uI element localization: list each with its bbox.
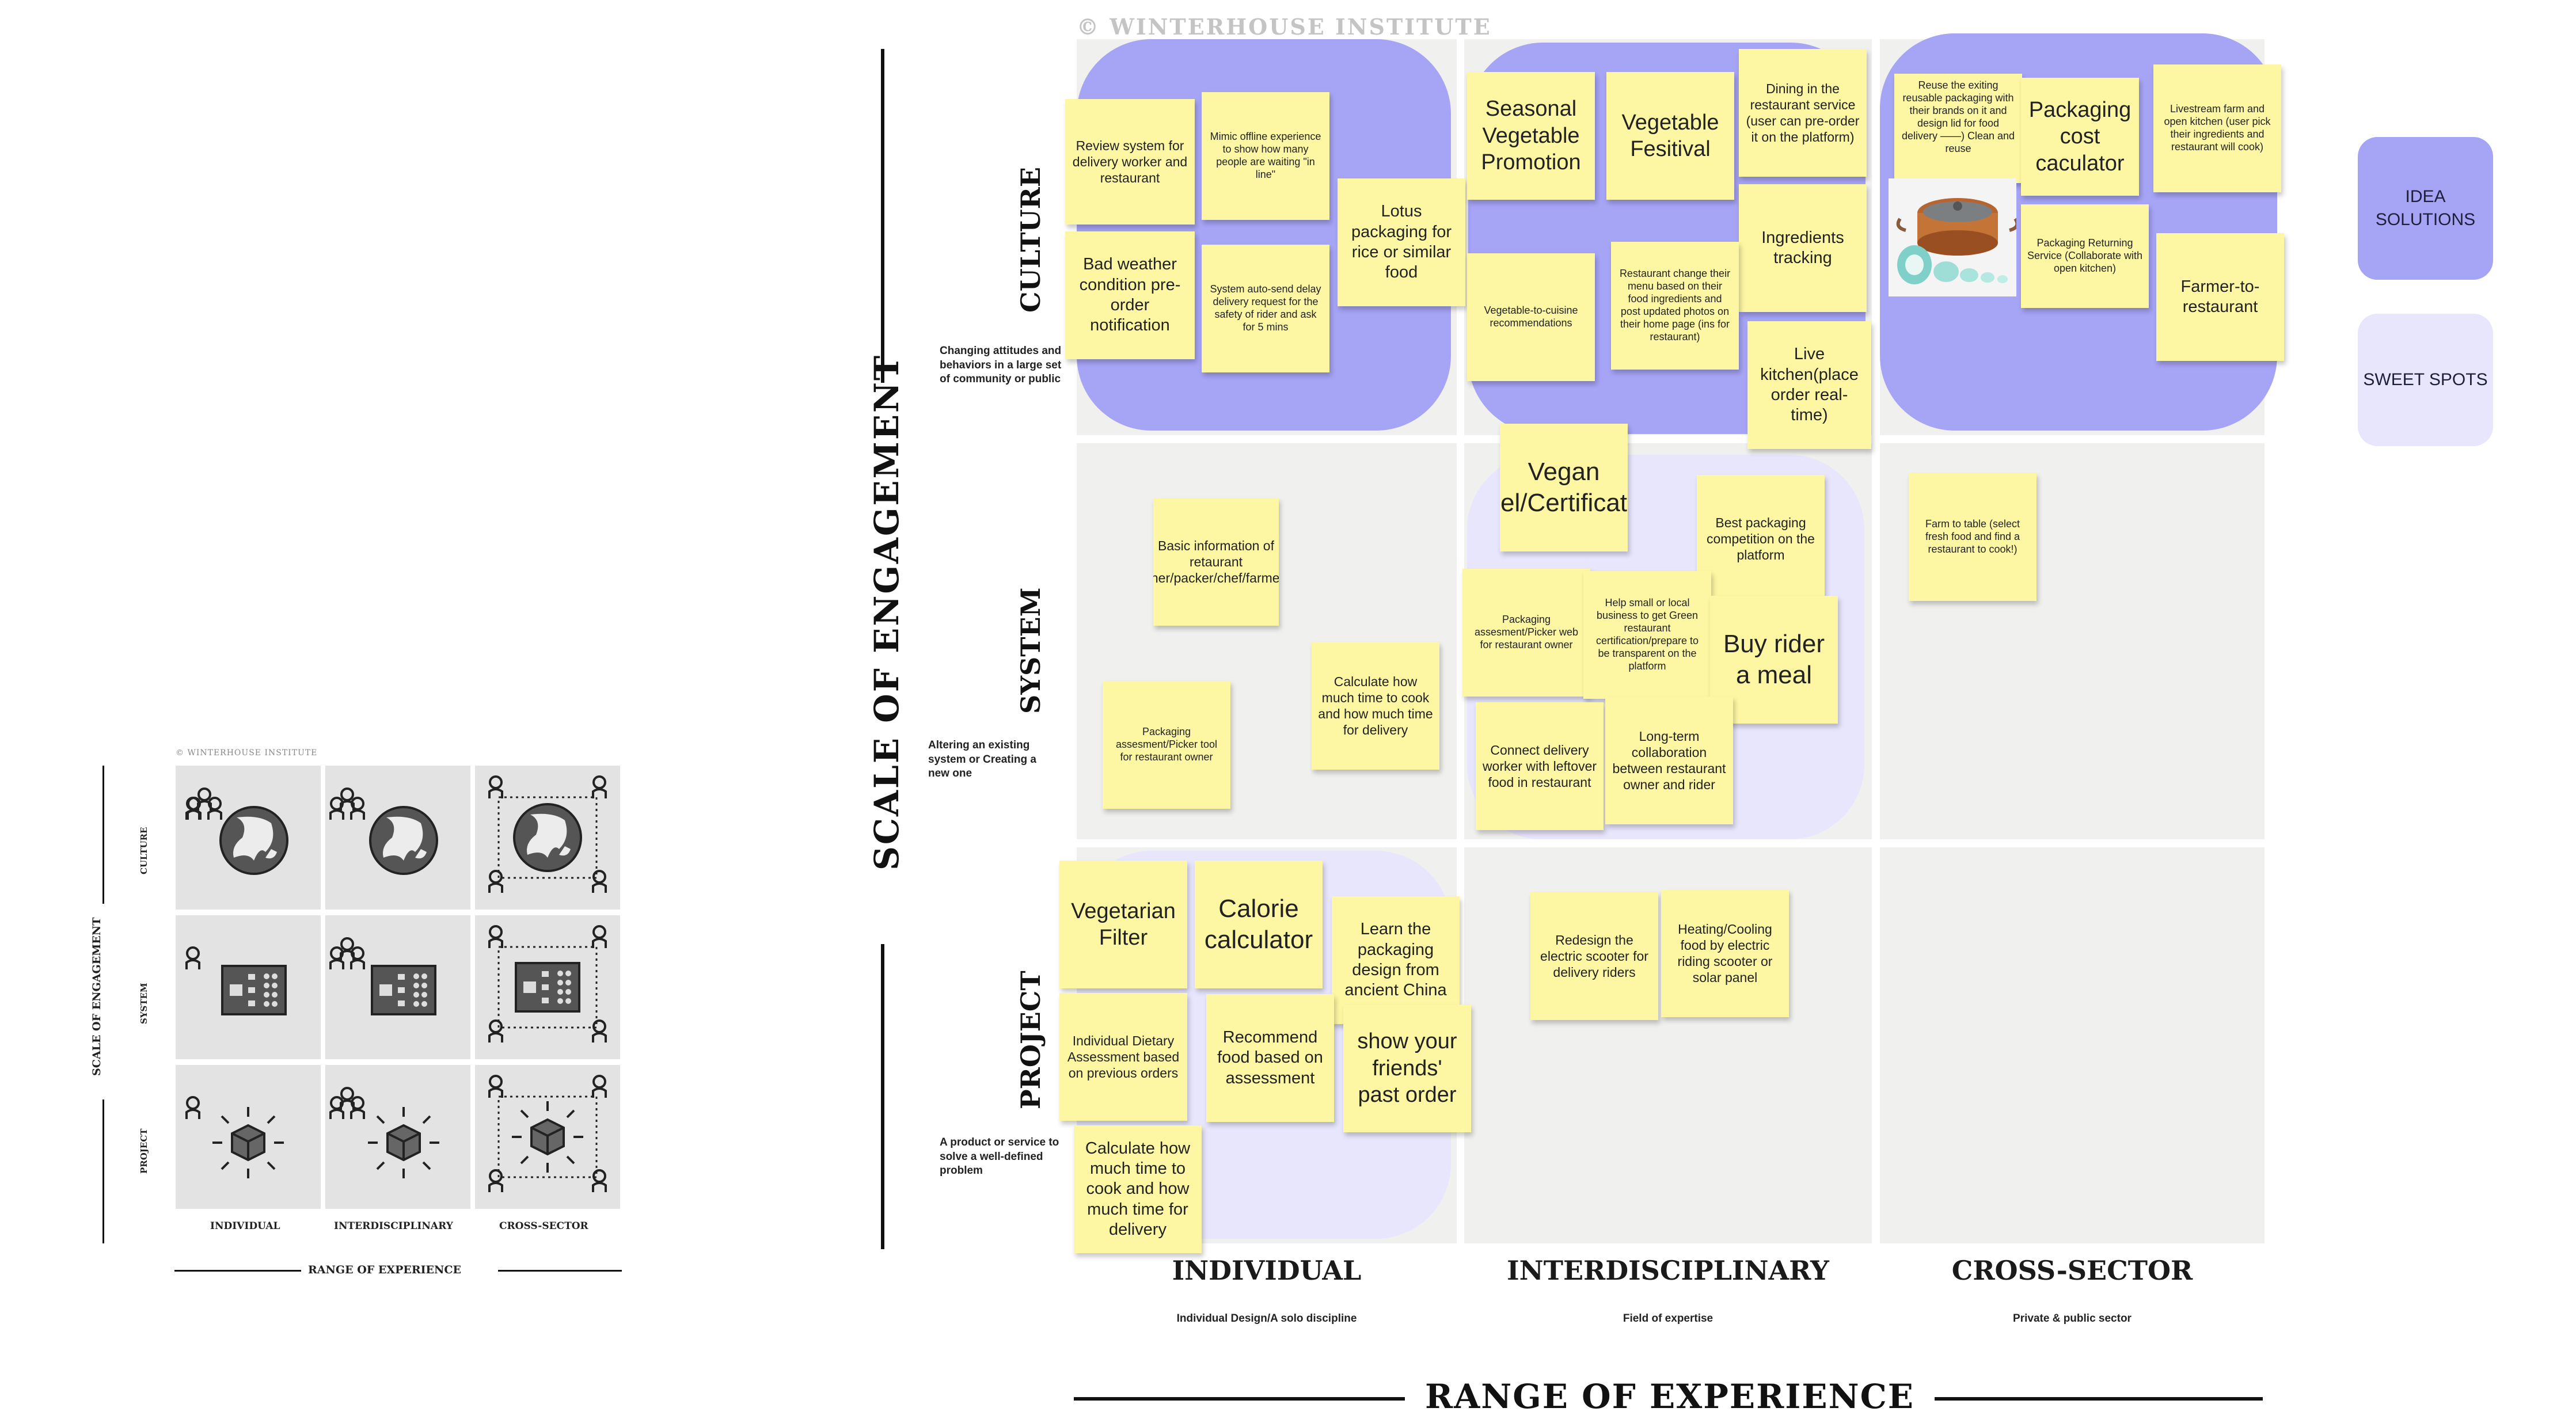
row-desc-project: A product or service to solve a well-def…: [940, 1136, 1059, 1177]
mini-row-system: SYSTEM: [139, 983, 149, 1024]
mini-col-interdisciplinary: INTERDISCIPLINARY: [334, 1220, 453, 1232]
sticky-note: Ingredients tracking: [1739, 184, 1867, 312]
sticky-note: Farmer-to-restaurant: [2156, 233, 2284, 361]
row-desc-culture: Changing attitudes and behaviors in a la…: [940, 345, 1062, 386]
legend-idea-solutions: IDEA SOLUTIONS: [2358, 137, 2493, 280]
y-axis-line-bottom: [881, 944, 884, 1249]
col-label-interdisciplinary: INTERDISCIPLINARY: [1507, 1255, 1829, 1286]
y-axis-title: SCALE OF ENGAGEMENT: [867, 353, 906, 870]
sticky-note: Long-term collaboration between restaura…: [1605, 697, 1733, 824]
col-desc-interdisciplinary: Field of expertise: [1623, 1312, 1713, 1325]
y-axis-line-top: [881, 49, 884, 383]
mini-y-axis-title: SCALE OF ENGAGEMENT: [90, 917, 103, 1076]
sticky-note: Seasonal Vegetable Promotion: [1467, 72, 1595, 200]
sticky-note: Lotus packaging for rice or similar food: [1338, 178, 1465, 306]
reference-diagram: © WINTERHOUSE INSTITUTE SCALE OF ENGAGEM…: [81, 743, 633, 1289]
sticky-note: Vegetable Fesitival: [1606, 72, 1734, 200]
sticky-note: show your friends' past order: [1343, 1005, 1471, 1132]
sticky-note: Help small or local business to get Gree…: [1583, 571, 1711, 699]
copyright: © WINTERHOUSE INSTITUTE: [1077, 14, 1492, 40]
sticky-note: Recommend food based on assessment: [1206, 994, 1334, 1122]
sticky-note: Dining in the restaurant service (user c…: [1739, 49, 1867, 177]
sticky-note: Individual Dietary Assessment based on p…: [1059, 993, 1187, 1121]
sticky-note: Vegetarian Filter: [1059, 861, 1187, 988]
sticky-note: Mimic offline experience to show how man…: [1202, 92, 1329, 220]
mini-x-axis-right: [498, 1270, 622, 1272]
sticky-note: Livestream farm and open kitchen (user p…: [2153, 64, 2281, 192]
x-axis-line-left: [1074, 1397, 1405, 1401]
sticky-note: Reuse the exiting reusable packaging wit…: [1894, 74, 2022, 183]
mini-row-project: PROJECT: [139, 1128, 149, 1174]
sticky-note: Heating/Cooling food by electric riding …: [1661, 889, 1789, 1017]
row-label-system: SYSTEM: [1015, 587, 1046, 714]
mini-copyright: © WINTERHOUSE INSTITUTE: [176, 748, 318, 758]
sticky-note: Bad weather condition pre-order notifica…: [1065, 231, 1195, 359]
sticky-note: Calculate how much time to cook and how …: [1312, 642, 1439, 770]
sticky-note: Review system for delivery worker and re…: [1065, 99, 1195, 225]
x-axis-line-right: [1935, 1397, 2263, 1401]
pots-image: [1889, 178, 2019, 296]
sticky-note: System auto-send delay delivery request …: [1202, 245, 1329, 372]
col-label-cross-sector: CROSS-SECTOR: [1951, 1255, 2193, 1286]
mini-x-axis-title: RANGE OF EXPERIENCE: [308, 1264, 461, 1276]
sticky-note: Best packaging competition on the platfo…: [1697, 475, 1825, 603]
grid-cell-project-cross-sector: [1880, 847, 2265, 1243]
sticky-note: Packaging cost caculator: [2021, 78, 2139, 196]
sticky-note: Vegan label/Certification: [1500, 424, 1628, 551]
sticky-note: Packaging assesment/Picker web for resta…: [1462, 569, 1590, 697]
sticky-note: Calculate how much time to cook and how …: [1074, 1125, 1202, 1253]
mini-col-individual: INDIVIDUAL: [210, 1220, 280, 1232]
sticky-note: Packaging Returning Service (Collaborate…: [2021, 204, 2149, 308]
row-label-project: PROJECT: [1015, 971, 1046, 1109]
row-label-culture: CULTURE: [1015, 167, 1046, 313]
col-desc-individual: Individual Design/A solo discipline: [1176, 1312, 1357, 1325]
mini-y-axis-bottom: [102, 1099, 104, 1243]
sticky-note: Basic information of retaurant owner/pac…: [1153, 498, 1279, 626]
row-desc-system: Altering an existing system or Creating …: [928, 739, 1036, 780]
x-axis-title: RANGE OF EXPERIENCE: [1425, 1377, 1914, 1416]
sticky-note: Restaurant change their menu based on th…: [1611, 242, 1739, 370]
legend-sweet-spots: SWEET SPOTS: [2358, 314, 2493, 446]
sticky-note: Calorie calculator: [1195, 861, 1323, 988]
sticky-note: Connect delivery worker with leftover fo…: [1476, 702, 1604, 830]
sticky-note: Vegetable-to-cuisine recommendations: [1467, 253, 1595, 381]
sticky-note: Redesign the electric scooter for delive…: [1530, 892, 1658, 1020]
cookware-illustration: [1896, 198, 2019, 284]
mini-col-cross-sector: CROSS-SECTOR: [499, 1220, 588, 1232]
col-desc-cross-sector: Private & public sector: [2013, 1312, 2132, 1325]
mini-y-axis-top: [102, 766, 104, 904]
col-label-individual: INDIVIDUAL: [1172, 1255, 1362, 1286]
sticky-note: Farm to table (select fresh food and fin…: [1909, 473, 2037, 601]
mini-icons: [185, 766, 620, 1209]
sticky-note: Learn the packaging design from ancient …: [1332, 896, 1460, 1024]
sticky-note: Live kitchen(place order real-time): [1747, 321, 1871, 449]
sticky-note: Packaging assesment/Picker tool for rest…: [1103, 681, 1230, 809]
mini-x-axis-left: [174, 1270, 301, 1272]
mini-row-culture: CULTURE: [139, 827, 149, 875]
